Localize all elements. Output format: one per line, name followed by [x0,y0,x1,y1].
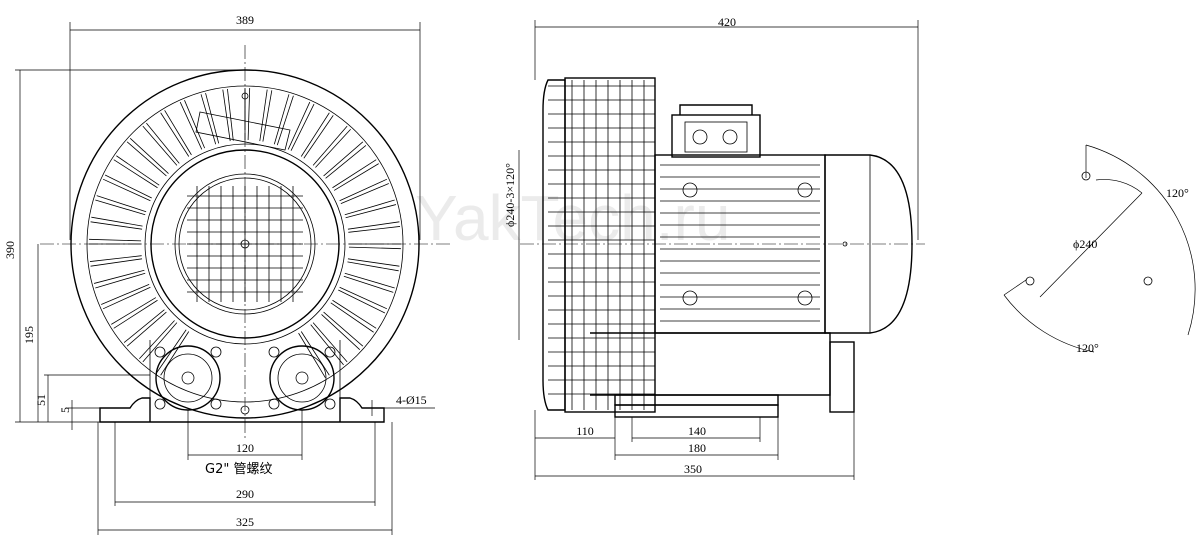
dim-length-420: 420 [718,15,736,29]
dim-foot-5: 5 [58,407,72,413]
dim-port-120: 120 [236,441,254,455]
angle-top-120: 120° [1166,186,1189,200]
dim-base-350: 350 [684,462,702,476]
angle-bottom-120: 120° [1076,341,1099,355]
watermark: YakTech.ru [415,182,730,254]
front-view: 389 390 195 51 5 4-Ø15 120 G2" 管螺纹 290 [3,13,450,535]
dim-holes-4x15: 4-Ø15 [396,393,427,407]
dim-offset-110: 110 [576,424,594,438]
outlet-port [268,345,336,411]
thread-label: G2" 管螺纹 [205,462,272,477]
flange-bolt-pattern: 120° 120° ϕ240 [1003,144,1196,355]
diameter-240: ϕ240 [1073,237,1097,251]
dim-height-390: 390 [3,241,17,259]
inlet-port [154,345,222,411]
side-view: 420 ϕ240-3×120° 110 140 180 350 [503,15,925,480]
dim-center-195: 195 [22,326,36,344]
dim-base-325: 325 [236,515,254,529]
dim-flange-bolt: ϕ240-3×120° [503,163,517,227]
dim-foot-180: 180 [688,441,706,455]
dim-base-51: 51 [34,394,48,406]
dim-foot-140: 140 [688,424,706,438]
dim-width-389: 389 [236,13,254,27]
dim-holes-290: 290 [236,487,254,501]
